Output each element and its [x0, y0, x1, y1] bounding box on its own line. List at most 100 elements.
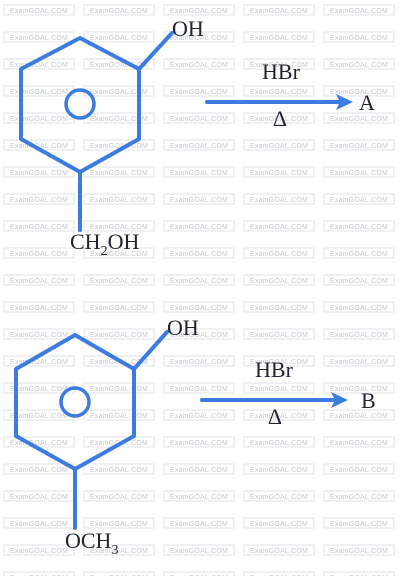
- watermark-text: ExamGOAL.COM: [90, 467, 148, 474]
- watermark-text: ExamGOAL.COM: [330, 413, 388, 420]
- watermark-text: ExamGOAL.COM: [10, 197, 68, 204]
- ring-1-hexagon: [19, 36, 141, 174]
- watermark-box: [323, 4, 395, 16]
- watermark-tile: ExamGOAL.COM: [3, 301, 75, 313]
- watermark-box: [243, 517, 315, 529]
- watermark-text: ExamGOAL.COM: [250, 305, 308, 312]
- watermark-box: [83, 220, 155, 232]
- watermark-box: [243, 85, 315, 97]
- watermark-tile: ExamGOAL.COM: [243, 58, 315, 70]
- watermark-box: [243, 544, 315, 556]
- watermark-text: ExamGOAL.COM: [170, 413, 228, 420]
- watermark-text: ExamGOAL.COM: [330, 251, 388, 258]
- watermark-box: [243, 220, 315, 232]
- watermark-tile: ExamGOAL.COM: [83, 328, 155, 340]
- watermark-tile: ExamGOAL.COM: [243, 328, 315, 340]
- watermark-box: [243, 301, 315, 313]
- watermark-box: [3, 220, 75, 232]
- watermark-tile: ExamGOAL.COM: [163, 517, 235, 529]
- watermark-box: [163, 382, 235, 394]
- watermark-text: ExamGOAL.COM: [330, 467, 388, 474]
- watermark-text: ExamGOAL.COM: [250, 332, 308, 339]
- watermark-box: [163, 166, 235, 178]
- watermark-box: [323, 382, 395, 394]
- watermark-text: ExamGOAL.COM: [10, 62, 68, 69]
- watermark-box: [3, 544, 75, 556]
- watermark-tile: ExamGOAL.COM: [243, 409, 315, 421]
- watermark-box: [163, 571, 235, 576]
- watermark-text: ExamGOAL.COM: [90, 89, 148, 96]
- watermark-text: ExamGOAL.COM: [10, 332, 68, 339]
- watermark-text: ExamGOAL.COM: [330, 8, 388, 15]
- watermark-tile: ExamGOAL.COM: [243, 274, 315, 286]
- watermark-text: ExamGOAL.COM: [330, 278, 388, 285]
- watermark-box: [3, 247, 75, 259]
- watermark-box: [3, 301, 75, 313]
- watermark-text: ExamGOAL.COM: [90, 251, 148, 258]
- watermark-tile: ExamGOAL.COM: [243, 139, 315, 151]
- watermark-tile: ExamGOAL.COM: [323, 328, 395, 340]
- watermark-box: [163, 409, 235, 421]
- watermark-tile: ExamGOAL.COM: [163, 247, 235, 259]
- watermark-box: [243, 571, 315, 576]
- watermark-tile: ExamGOAL.COM: [323, 490, 395, 502]
- watermark-text: ExamGOAL.COM: [250, 467, 308, 474]
- watermark-box: [83, 544, 155, 556]
- ring-1-substituent-subscript: 2: [101, 244, 108, 259]
- watermark-text: ExamGOAL.COM: [330, 170, 388, 177]
- reaction-1-condition: Δ: [273, 106, 287, 131]
- watermark-text: ExamGOAL.COM: [170, 440, 228, 447]
- watermark-box: [83, 463, 155, 475]
- reaction-1-reagent: HBr: [262, 59, 301, 84]
- watermark-text: ExamGOAL.COM: [330, 143, 388, 150]
- watermark-box: [243, 463, 315, 475]
- ring-2-top-bond: [132, 330, 169, 371]
- watermark-box: [323, 355, 395, 367]
- watermark-tile: ExamGOAL.COM: [83, 4, 155, 16]
- reaction-2-product: B: [361, 388, 376, 413]
- ring-2-substituent-subscript: 3: [111, 543, 118, 558]
- watermark-tile: ExamGOAL.COM: [83, 463, 155, 475]
- watermark-box: [323, 490, 395, 502]
- watermark-box: [83, 355, 155, 367]
- watermark-text: ExamGOAL.COM: [330, 359, 388, 366]
- watermark-tile: ExamGOAL.COM: [83, 220, 155, 232]
- watermark-tile: ExamGOAL.COM: [163, 409, 235, 421]
- watermark-tile: ExamGOAL.COM: [243, 112, 315, 124]
- watermark-text: ExamGOAL.COM: [330, 197, 388, 204]
- watermark-text: ExamGOAL.COM: [330, 305, 388, 312]
- watermark-text: ExamGOAL.COM: [90, 116, 148, 123]
- watermark-box: [163, 463, 235, 475]
- watermark-tile: ExamGOAL.COM: [243, 220, 315, 232]
- watermark-text: ExamGOAL.COM: [90, 494, 148, 501]
- ring-1-hydroxyl-label: OH: [172, 16, 204, 41]
- watermark-text: ExamGOAL.COM: [250, 548, 308, 555]
- watermark-text: ExamGOAL.COM: [250, 62, 308, 69]
- watermark-tile: ExamGOAL.COM: [163, 463, 235, 475]
- reaction-2-reagent: HBr: [255, 357, 294, 382]
- watermark-text: ExamGOAL.COM: [10, 251, 68, 258]
- watermark-text: ExamGOAL.COM: [170, 143, 228, 150]
- watermark-tile: ExamGOAL.COM: [83, 571, 155, 576]
- watermark-text: ExamGOAL.COM: [170, 197, 228, 204]
- watermark-tile: ExamGOAL.COM: [323, 355, 395, 367]
- watermark-text: ExamGOAL.COM: [250, 413, 308, 420]
- watermark-text: ExamGOAL.COM: [90, 197, 148, 204]
- watermark-tile: ExamGOAL.COM: [163, 544, 235, 556]
- watermark-box: [83, 382, 155, 394]
- watermark-text: ExamGOAL.COM: [90, 143, 148, 150]
- watermark-tile: ExamGOAL.COM: [243, 490, 315, 502]
- watermark-box: [243, 490, 315, 502]
- watermark-text: ExamGOAL.COM: [90, 386, 148, 393]
- watermark-box: [3, 193, 75, 205]
- watermark-box: [163, 517, 235, 529]
- watermark-tile: ExamGOAL.COM: [163, 166, 235, 178]
- watermark-box: [163, 436, 235, 448]
- watermark-text: ExamGOAL.COM: [330, 386, 388, 393]
- watermark-tile: ExamGOAL.COM: [243, 166, 315, 178]
- watermark-text: ExamGOAL.COM: [90, 305, 148, 312]
- watermark-text: ExamGOAL.COM: [10, 8, 68, 15]
- watermark-text: ExamGOAL.COM: [170, 170, 228, 177]
- watermark-text: ExamGOAL.COM: [10, 143, 68, 150]
